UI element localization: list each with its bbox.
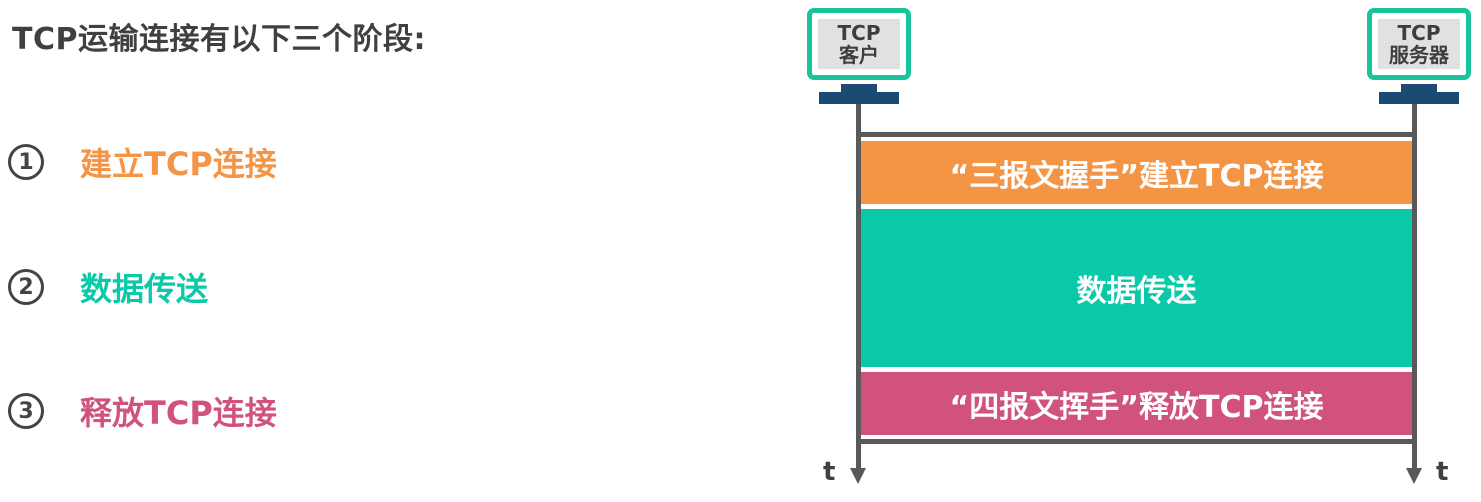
phase-item-release: 3 释放TCP连接 <box>8 386 277 436</box>
server-monitor: TCP 服务器 <box>1367 8 1471 80</box>
circled-number-1: 1 <box>8 144 44 180</box>
server-base <box>1379 92 1459 104</box>
client-time-label: t <box>823 457 836 487</box>
page-title: TCP运输连接有以下三个阶段: <box>12 22 426 57</box>
phase-label-release: 释放TCP连接 <box>80 394 277 432</box>
client-timeline <box>856 104 861 470</box>
server-computer-icon: TCP 服务器 <box>1367 0 1471 104</box>
phase-item-transfer: 2 数据传送 <box>8 262 208 312</box>
frame-top-line <box>856 132 1417 137</box>
server-time-arrow-icon <box>1406 468 1422 484</box>
client-label-line2: 客户 <box>839 43 879 67</box>
band-four-way-wave: “四报文挥手”释放TCP连接 <box>861 372 1412 435</box>
server-label-line2: 服务器 <box>1389 43 1449 67</box>
server-label-line1: TCP <box>1397 21 1441 45</box>
phase-item-establish: 1 建立TCP连接 <box>8 137 277 187</box>
circled-number-3: 3 <box>8 393 44 429</box>
server-screen: TCP 服务器 <box>1378 19 1460 69</box>
client-computer-icon: TCP 客户 <box>807 0 911 104</box>
phase-label-transfer: 数据传送 <box>80 270 209 308</box>
client-time-arrow-icon <box>850 468 866 484</box>
band-data-transfer: 数据传送 <box>861 209 1412 367</box>
frame-bottom-line <box>856 439 1417 444</box>
client-screen: TCP 客户 <box>818 19 900 69</box>
client-stand <box>841 84 877 92</box>
server-stand <box>1401 84 1437 92</box>
server-time-label: t <box>1436 457 1449 487</box>
server-timeline <box>1412 104 1417 470</box>
phase-label-establish: 建立TCP连接 <box>80 145 277 183</box>
band-three-way-handshake: “三报文握手”建立TCP连接 <box>861 141 1412 204</box>
client-monitor: TCP 客户 <box>807 8 911 80</box>
client-base <box>819 92 899 104</box>
client-label-line1: TCP <box>837 21 881 45</box>
circled-number-2: 2 <box>8 269 44 305</box>
